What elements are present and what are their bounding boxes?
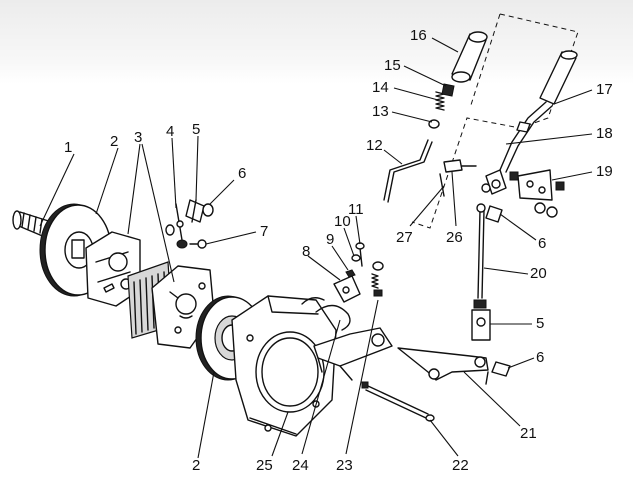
part-25-housing-cover — [231, 295, 337, 437]
part-19-mounting-bracket — [509, 169, 565, 218]
clutch-fork-arm — [313, 327, 393, 381]
part-9-nut — [345, 269, 356, 278]
callout-25: 25 — [256, 457, 273, 474]
part-6-pin-middle — [485, 205, 503, 223]
callout-9: 9 — [326, 231, 334, 248]
part-21-lower-lever — [397, 347, 489, 381]
callout-21: 21 — [520, 425, 537, 442]
header-background-band — [0, 0, 633, 84]
callout-5-lower: 5 — [536, 315, 544, 332]
part-14-spring — [435, 91, 445, 111]
part-11-bolt — [355, 242, 365, 267]
part-15-ferrule — [441, 83, 455, 97]
callout-13: 13 — [372, 103, 389, 120]
callout-17: 17 — [596, 81, 613, 98]
callout-8: 8 — [302, 243, 310, 260]
part-18-pivot-bracket — [481, 169, 507, 195]
part-22-adjusting-rod — [361, 381, 435, 422]
callout-14: 14 — [372, 79, 389, 96]
part-6-pin-lower — [485, 361, 511, 385]
callout-19: 19 — [596, 163, 613, 180]
callout-7: 7 — [260, 223, 268, 240]
part-5-bolt-upper — [185, 199, 205, 223]
callout-16: 16 — [410, 27, 427, 44]
part-8-bracket — [333, 275, 361, 303]
callout-22: 22 — [452, 457, 469, 474]
leader-lines — [39, 37, 593, 459]
callout-2: 2 — [110, 133, 118, 150]
callout-11: 11 — [348, 201, 364, 218]
callout-15: 15 — [384, 57, 401, 74]
part-7-cap-screw — [165, 224, 207, 249]
callout-6-middle: 6 — [538, 235, 546, 252]
callout-18: 18 — [596, 125, 613, 142]
callout-26: 26 — [446, 229, 463, 246]
callout-2-lower: 2 — [192, 457, 200, 474]
part-23-spring — [371, 261, 384, 297]
part-16-grip — [451, 31, 488, 83]
part-27-cotter-pin — [439, 173, 445, 197]
callout-3: 3 — [134, 129, 142, 146]
part-6-bolt-upper — [202, 203, 214, 217]
part-12-lever-rod — [383, 139, 433, 203]
part-26-pivot-pin — [443, 159, 477, 173]
part-17-clutch-lever — [499, 50, 578, 173]
part-5-clevis-lower — [471, 299, 491, 341]
callout-23: 23 — [336, 457, 353, 474]
part-4-pin — [175, 203, 184, 241]
callout-4: 4 — [166, 123, 174, 140]
callout-labels: 1 2 3 4 5 6 7 8 9 10 11 12 13 14 15 16 1… — [64, 27, 613, 474]
callout-27: 27 — [396, 229, 413, 246]
callout-1: 1 — [64, 139, 72, 156]
callout-5: 5 — [192, 121, 200, 138]
callout-10: 10 — [334, 213, 351, 230]
part-20-vertical-rod — [476, 203, 486, 299]
part-3-clutch-plate-assembly — [85, 231, 141, 307]
callout-24: 24 — [292, 457, 309, 474]
lever-enclosure-left-edge — [469, 13, 501, 109]
part-10-washer — [351, 254, 361, 262]
callout-6-lower: 6 — [536, 349, 544, 366]
callout-6: 6 — [238, 165, 246, 182]
callout-20: 20 — [530, 265, 547, 282]
part-24-spring-clip — [301, 297, 351, 331]
callout-12: 12 — [366, 137, 383, 154]
